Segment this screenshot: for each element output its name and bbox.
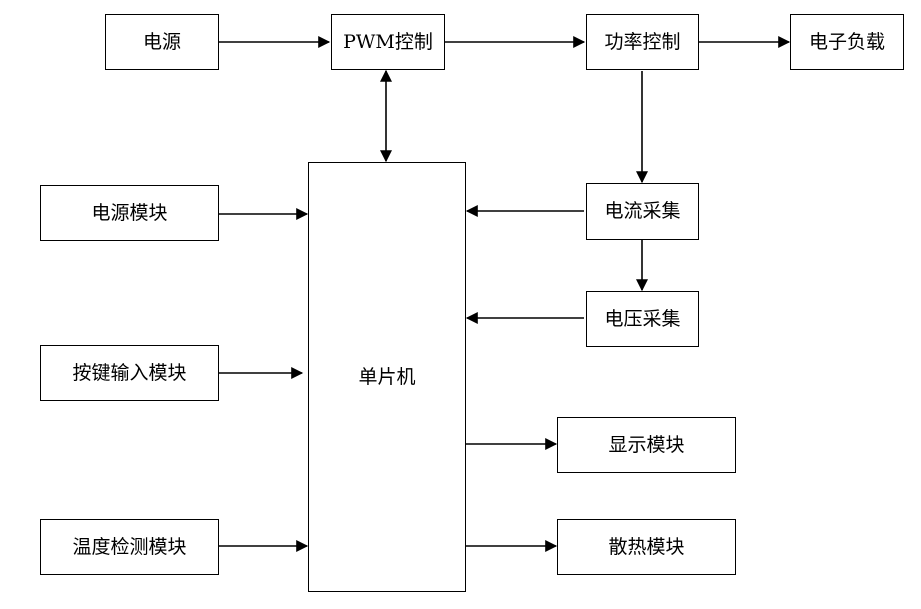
block-temp-detect-module: 温度检测模块 — [40, 519, 219, 575]
block-power-module: 电源模块 — [40, 185, 219, 241]
block-cooling-module: 散热模块 — [557, 519, 736, 575]
block-power: 电源 — [105, 14, 219, 70]
block-voltage-sample: 电压采集 — [586, 291, 699, 347]
block-electronic-load: 电子负载 — [790, 14, 904, 70]
block-current-sample: 电流采集 — [586, 183, 699, 240]
block-key-input-module: 按键输入模块 — [40, 345, 219, 401]
block-pwm-control: PWM控制 — [331, 14, 445, 70]
block-display-module: 显示模块 — [557, 417, 736, 473]
block-mcu: 单片机 — [308, 162, 466, 592]
block-power-control: 功率控制 — [586, 14, 699, 70]
